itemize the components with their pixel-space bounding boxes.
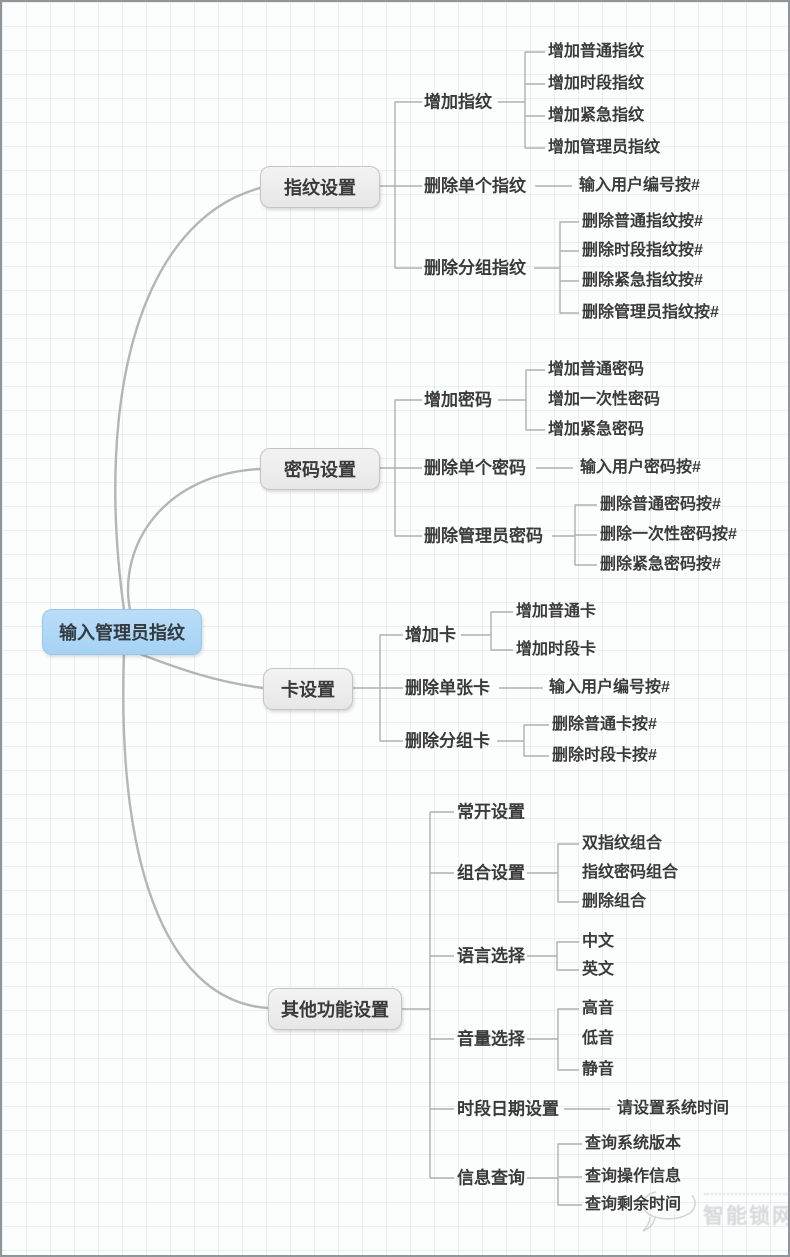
watermark-brand-text: 智能锁网: [703, 1205, 790, 1228]
bracket-delete-admin-password: [552, 504, 597, 566]
bracket-add-password: [498, 369, 545, 431]
node-delete-single-card: 删除单张卡: [405, 678, 490, 698]
curve-root-to-password: [126, 467, 262, 612]
bracket-language-select: [527, 941, 579, 971]
curve-root-to-other: [122, 651, 270, 1010]
watermark-bubble-icon: [642, 1191, 696, 1232]
elbow-fingerprint-l2: [380, 101, 422, 269]
curve-root-to-fingerprint: [114, 186, 262, 612]
node-time-date-setting: 时段日期设置: [457, 1099, 559, 1119]
leaf-query-remaining-time: 查询剩余时间: [585, 1196, 682, 1213]
leaf-delete-period-card: 删除时段卡按#: [552, 747, 657, 764]
leaf-mute: 静音: [582, 1061, 615, 1078]
bracket-add-fingerprint: [498, 51, 545, 149]
node-language-select: 语言选择: [457, 946, 525, 966]
elbow-other-l2: [402, 811, 454, 1179]
bracket-combo-settings: [527, 843, 579, 903]
leaf-delete-emergency-password: 删除紧急密码按#: [600, 556, 721, 573]
leaf-english: 英文: [582, 961, 615, 978]
leaf-delete-combo: 删除组合: [582, 893, 647, 910]
node-delete-single-password: 删除单个密码: [424, 458, 526, 478]
node-add-password: 增加密码: [424, 390, 492, 410]
bracket-delete-group-fingerprint: [534, 221, 579, 314]
branch-other-function-settings: 其他功能设置: [268, 988, 402, 1030]
bracket-add-card: [461, 611, 513, 651]
leaf-add-normal-card: 增加普通卡: [516, 603, 597, 620]
leaf-low-volume: 低音: [582, 1030, 615, 1047]
node-volume-select: 音量选择: [457, 1029, 525, 1049]
leaf-add-emergency-fingerprint: 增加紧急指纹: [548, 107, 645, 124]
leaf-delete-admin-fingerprint: 删除管理员指纹按#: [582, 304, 719, 321]
leaf-delete-normal-card: 删除普通卡按#: [552, 716, 657, 733]
leaf-add-normal-fingerprint: 增加普通指纹: [548, 43, 645, 60]
branch-password-settings: 密码设置: [260, 448, 380, 490]
leaf-query-operation-info: 查询操作信息: [585, 1168, 682, 1185]
leaf-delete-normal-password: 删除普通密码按#: [600, 496, 721, 513]
root-node-enter-admin-fingerprint: 输入管理员指纹: [42, 609, 202, 655]
leaf-fingerprint-password-combo: 指纹密码组合: [582, 864, 679, 881]
leaf-add-period-fingerprint: 增加时段指纹: [548, 75, 645, 92]
node-combo-setting: 组合设置: [457, 863, 525, 883]
leaf-add-period-card: 增加时段卡: [516, 641, 597, 658]
node-delete-single-fingerprint: 删除单个指纹: [424, 176, 526, 196]
leaf-high-volume: 高音: [582, 1000, 615, 1017]
bracket-delete-group-card: [497, 724, 549, 757]
leaf-delete-normal-fingerprint: 删除普通指纹按#: [582, 213, 703, 230]
elbow-card-l2: [353, 634, 403, 742]
branch-fingerprint-settings: 指纹设置: [260, 166, 380, 208]
bracket-info-query: [527, 1143, 582, 1206]
leaf-add-emergency-password: 增加紧急密码: [548, 421, 645, 438]
leaf-enter-user-number-fingerprint: 输入用户编号按#: [579, 177, 700, 194]
leaf-double-fingerprint-combo: 双指纹组合: [582, 835, 663, 852]
leaf-delete-emergency-fingerprint: 删除紧急指纹按#: [582, 272, 703, 289]
curve-root-to-card: [138, 652, 265, 690]
leaf-enter-user-number-card: 输入用户编号按#: [549, 679, 670, 696]
node-delete-group-fingerprint: 删除分组指纹: [424, 258, 526, 278]
node-add-card: 增加卡: [405, 625, 456, 645]
leaf-add-normal-password: 增加普通密码: [548, 361, 645, 378]
leaf-add-onetime-password: 增加一次性密码: [548, 391, 661, 408]
leaf-add-admin-fingerprint: 增加管理员指纹: [548, 139, 661, 156]
leaf-query-system-version: 查询系统版本: [585, 1135, 682, 1152]
node-add-fingerprint: 增加指纹: [424, 92, 492, 112]
bracket-volume-select: [527, 1008, 579, 1071]
leaf-chinese: 中文: [582, 933, 615, 950]
branch-card-settings: 卡设置: [263, 668, 353, 710]
node-delete-group-card: 删除分组卡: [405, 731, 490, 751]
node-info-query: 信息查询: [457, 1168, 525, 1188]
node-delete-admin-password: 删除管理员密码: [424, 526, 543, 546]
node-always-open-setting: 常开设置: [457, 802, 525, 822]
watermark-tagline-line: [704, 1193, 788, 1195]
elbow-password-l2: [380, 399, 422, 537]
leaf-enter-user-password: 输入用户密码按#: [580, 459, 701, 476]
leaf-delete-period-fingerprint: 删除时段指纹按#: [582, 242, 703, 259]
leaf-set-system-time: 请设置系统时间: [617, 1100, 730, 1117]
leaf-delete-onetime-password: 删除一次性密码按#: [600, 526, 737, 543]
